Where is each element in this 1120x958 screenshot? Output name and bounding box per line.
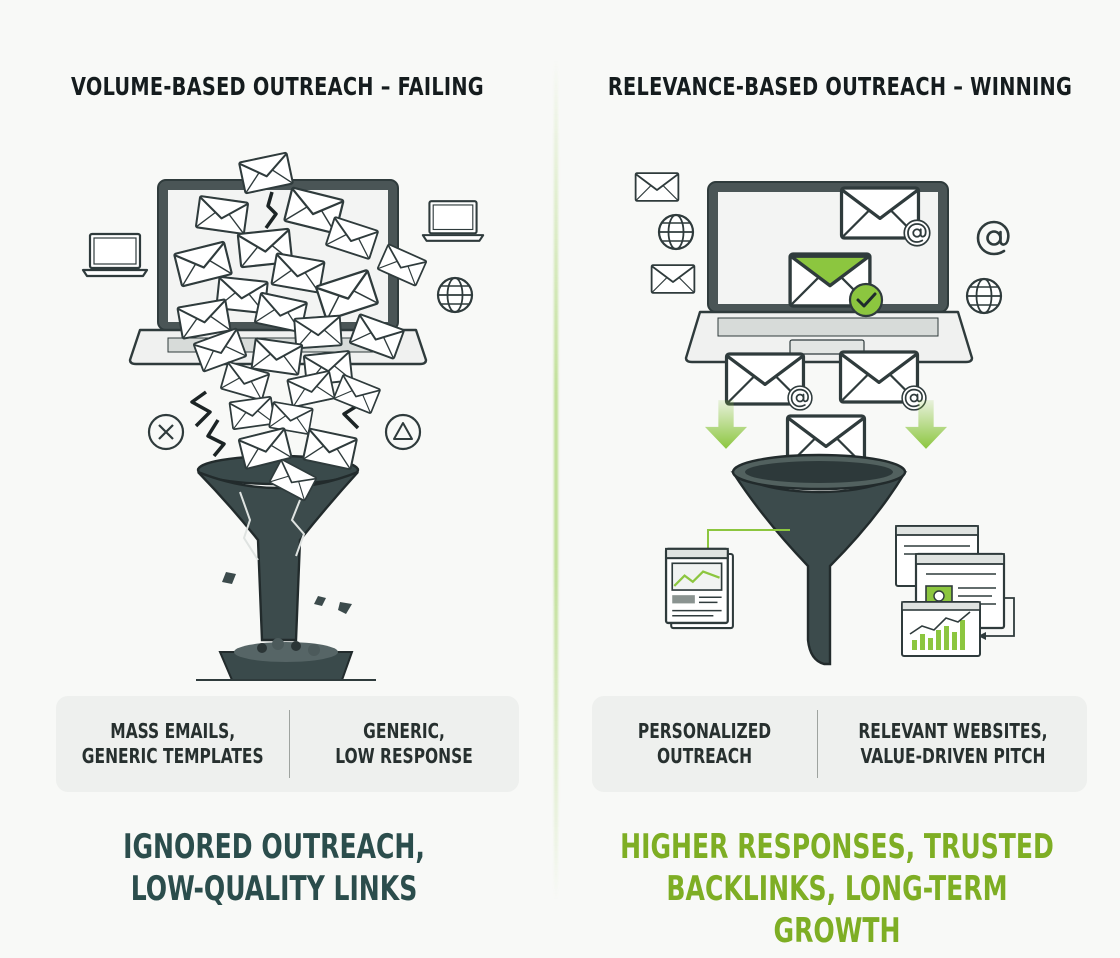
volume-tactic-label: MASS EMAILS, GENERIC TEMPLATES: [81, 719, 264, 768]
relevance-summary-card: PERSONALIZED OUTREACH RELEVANT WEBSITES,…: [592, 696, 1087, 792]
panel-divider: [554, 60, 558, 900]
relevance-outcome: HIGHER RESPONSES, TRUSTED BACKLINKS, LON…: [620, 827, 1054, 951]
globe-icon: [965, 277, 1003, 315]
relevance-tactic-label: PERSONALIZED OUTREACH: [637, 719, 772, 768]
at-sign-icon: [976, 220, 1010, 256]
webpage-icon: [664, 547, 735, 630]
warning-triangle-icon: [384, 413, 422, 451]
relevance-heading: RELEVANCE-BASED OUTREACH – WINNING: [607, 72, 1073, 101]
relevance-result-label: RELEVANT WEBSITES, VALUE-DRIVEN PITCH: [857, 719, 1048, 768]
debris-pile: [196, 638, 376, 681]
at-sign-icon: [787, 385, 813, 411]
funnel-icon: [730, 453, 908, 666]
at-sign-icon: [903, 219, 931, 247]
globe-icon: [436, 276, 474, 314]
failing-funnel-illustration: [81, 151, 485, 681]
relevance-panel: RELEVANCE-BASED OUTREACH – WINNING: [560, 0, 1120, 958]
winning-funnel-illustration: [634, 172, 1015, 666]
volume-panel: VOLUME-BASED OUTREACH – FAILING: [0, 0, 555, 958]
volume-heading: VOLUME-BASED OUTREACH – FAILING: [71, 72, 484, 101]
close-circle-icon: [147, 413, 185, 451]
envelope-icon: [650, 264, 696, 294]
volume-outcome: IGNORED OUTREACH, LOW-QUALITY LINKS: [123, 827, 426, 909]
volume-result-label: GENERIC, LOW RESPONSE: [335, 719, 474, 768]
laptop-icon: [81, 232, 149, 278]
laptop-icon: [421, 200, 485, 242]
card-divider: [289, 710, 290, 778]
check-badge-icon: [848, 282, 884, 318]
globe-icon: [657, 213, 695, 251]
envelope-icon: [634, 172, 680, 202]
card-divider: [817, 710, 818, 778]
volume-summary-card: MASS EMAILS, GENERIC TEMPLATES GENERIC, …: [56, 696, 519, 792]
chart-icon: [901, 601, 981, 657]
down-arrow-icon: [704, 400, 748, 449]
